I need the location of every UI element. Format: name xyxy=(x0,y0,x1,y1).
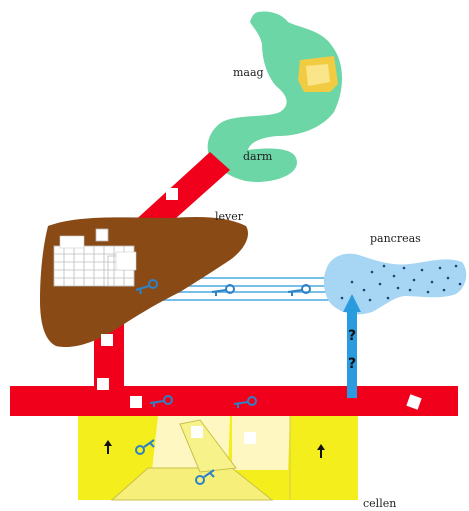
pancreas xyxy=(324,254,466,315)
insulin-arrow xyxy=(343,294,361,398)
pancreas-label: pancreas xyxy=(370,232,421,245)
glucose-square-icon xyxy=(166,188,178,200)
glucose-square-icon xyxy=(244,432,256,444)
glycogen-block-2 xyxy=(116,252,136,270)
glycogen-block-1 xyxy=(60,236,84,248)
stomach-label: maag xyxy=(233,66,264,79)
intestine-label: darm xyxy=(243,150,272,163)
glucose-square-icon xyxy=(97,378,109,390)
stomach xyxy=(208,11,342,182)
main-blood-vessel xyxy=(10,386,458,416)
glucose-square-icon xyxy=(101,334,113,346)
question-mark: ? xyxy=(348,356,356,372)
glucose-square-icon xyxy=(130,396,142,408)
cell-inner-right xyxy=(232,416,290,470)
liver-label: lever xyxy=(215,210,243,223)
cells-label: cellen xyxy=(363,497,396,510)
glucose-square-icon xyxy=(191,426,203,438)
glucose-square-icon xyxy=(96,229,108,241)
question-mark: ? xyxy=(348,328,356,344)
